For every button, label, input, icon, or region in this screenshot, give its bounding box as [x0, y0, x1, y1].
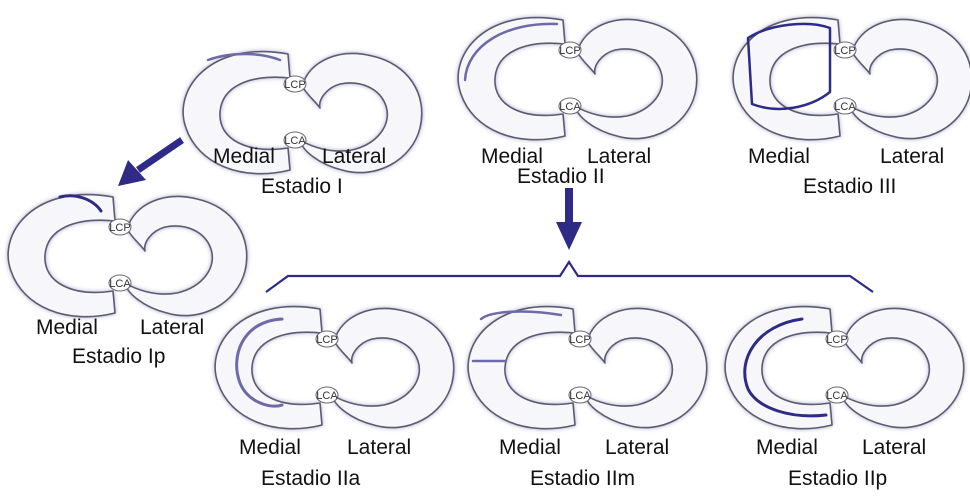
lateral-label: Lateral: [347, 437, 411, 458]
lateral-label: Lateral: [605, 437, 669, 458]
lcp-label: LCP: [559, 45, 580, 57]
stage-ii-subtypes-bracket: [266, 262, 873, 292]
diagram-estadio-iim: LCP LCA: [468, 307, 707, 429]
medial-label: Medial: [36, 317, 98, 338]
lca-label: LCA: [834, 101, 856, 113]
lca-label: LCA: [284, 135, 306, 147]
medial-label: Medial: [499, 437, 561, 458]
stage-label: Estadio IIp: [788, 468, 887, 489]
diagram-estadio-iii: LCP LCA: [733, 18, 970, 140]
lcp-label: LCP: [569, 334, 590, 346]
lca-label: LCA: [316, 390, 338, 402]
diagram-estadio-iia: LCP LCA: [215, 307, 454, 429]
lateral-label: Lateral: [862, 437, 926, 458]
lateral-label: Lateral: [322, 146, 386, 167]
medial-label: Medial: [756, 437, 818, 458]
lca-label: LCA: [559, 101, 581, 113]
lateral-label: Lateral: [140, 317, 204, 338]
diagram-estadio-ii: LCP LCA: [458, 18, 697, 140]
stage-label: Estadio Ip: [72, 346, 165, 367]
arrow-estadio-ii-down: [556, 188, 582, 250]
medial-label: Medial: [748, 146, 810, 167]
stage-label: Estadio III: [803, 176, 896, 197]
lcp-label: LCP: [109, 222, 130, 234]
lateral-label: Lateral: [587, 146, 651, 167]
lca-label: LCA: [109, 278, 131, 290]
medial-label: Medial: [481, 146, 543, 167]
stage-label: Estadio I: [261, 176, 343, 197]
lcp-label: LCP: [316, 334, 337, 346]
stage-label: Estadio IIa: [261, 468, 360, 489]
medial-label: Medial: [213, 146, 275, 167]
lcp-label: LCP: [834, 45, 855, 57]
stage-label: Estadio IIm: [530, 468, 635, 489]
medial-label: Medial: [239, 437, 301, 458]
arrow-estadio-i-to-ip: [118, 140, 182, 186]
stage-label: Estadio II: [517, 166, 605, 187]
diagram-estadio-ip: LCP LCA: [8, 195, 247, 317]
diagram-estadio-iip: LCP LCA: [725, 307, 964, 429]
lca-label: LCA: [826, 390, 848, 402]
lcp-label: LCP: [826, 334, 847, 346]
lcp-label: LCP: [284, 79, 305, 91]
lateral-label: Lateral: [880, 146, 944, 167]
lca-label: LCA: [569, 390, 591, 402]
